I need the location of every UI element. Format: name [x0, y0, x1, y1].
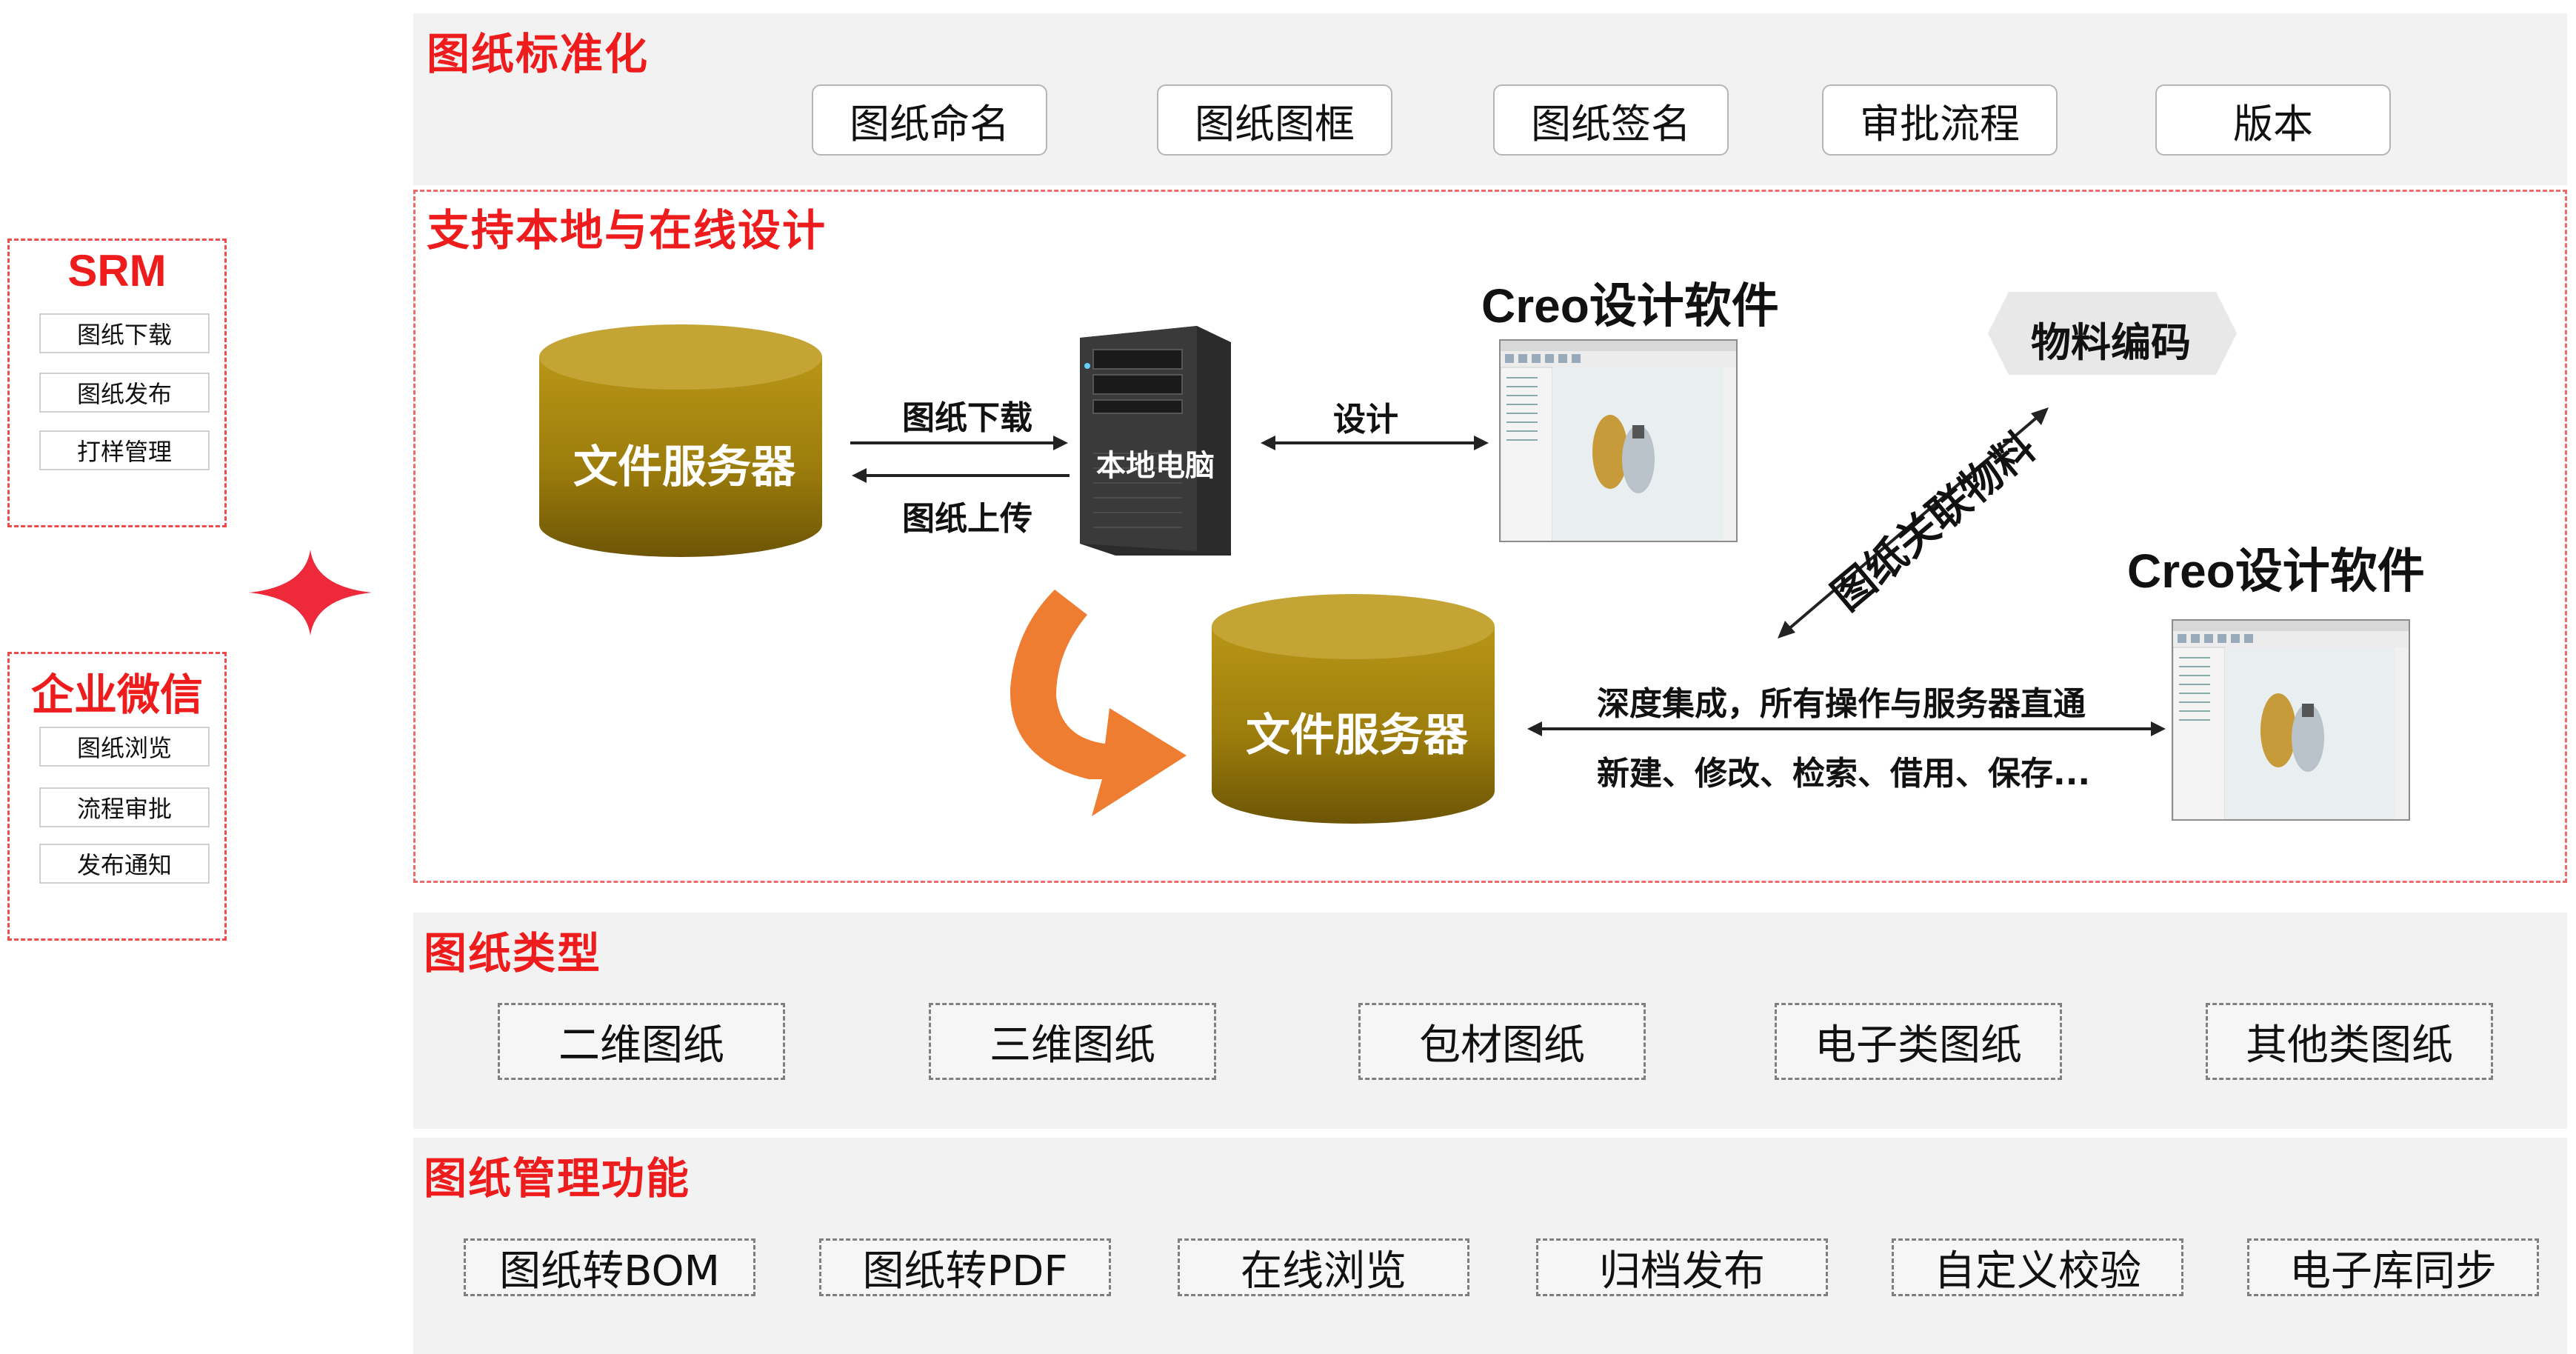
- srm-item: 图纸下载: [39, 313, 210, 353]
- drawing-type-item: 包材图纸: [1358, 1003, 1646, 1080]
- srm-box: SRM 图纸下载 图纸发布 打样管理: [7, 239, 227, 527]
- design-arrow: [1261, 436, 1489, 450]
- wecom-title: 企业微信: [30, 670, 203, 720]
- plus-star-icon: [249, 550, 372, 636]
- file-server-cylinder-top: [539, 324, 822, 557]
- download-label: 图纸下载: [902, 399, 1032, 437]
- creo-window-icon: [1501, 341, 1736, 541]
- management-function-item: 电子库同步: [2247, 1238, 2539, 1296]
- srm-item: 打样管理: [39, 430, 210, 470]
- creo-window-icon: [2173, 621, 2409, 819]
- wecom-item: 流程审批: [39, 787, 210, 827]
- functions-panel: [413, 1138, 2567, 1354]
- wecom-box: 企业微信 图纸浏览 流程审批 发布通知: [7, 652, 227, 941]
- file-server-cylinder-bottom: [1212, 594, 1495, 824]
- sync-arrow-icon: [1010, 590, 1187, 816]
- management-function-item: 在线浏览: [1178, 1238, 1469, 1296]
- standardization-item: 审批流程: [1822, 84, 2058, 156]
- computer-tower-icon: [1080, 326, 1231, 556]
- integration-arrow: [1527, 721, 2166, 736]
- download-arrow: [850, 436, 1068, 450]
- standardization-item: 版本: [2155, 84, 2391, 156]
- drawing-type-item: 电子类图纸: [1775, 1003, 2062, 1080]
- types-title: 图纸类型: [424, 928, 602, 978]
- material-code-label: 物料编码: [2031, 319, 2191, 366]
- link-material-arrow: [1778, 407, 2049, 638]
- creo-title-top: Creo设计软件: [1481, 279, 1779, 333]
- upload-label: 图纸上传: [902, 500, 1032, 538]
- upload-arrow: [852, 468, 1070, 483]
- material-code-hexagon: [1988, 292, 2237, 375]
- local-pc-label: 本地电脑: [1096, 449, 1215, 483]
- standardization-item: 图纸图框: [1157, 84, 1392, 156]
- integration-line1: 深度集成，所有操作与服务器直通: [1597, 685, 2086, 723]
- file-server-label-top: 文件服务器: [573, 441, 795, 493]
- management-function-item: 归档发布: [1536, 1238, 1828, 1296]
- creo-title-bottom: Creo设计软件: [2127, 544, 2425, 598]
- standardization-title: 图纸标准化: [427, 29, 650, 79]
- creo-screenshot-bottom: [2172, 619, 2410, 821]
- srm-title: SRM: [67, 246, 167, 296]
- standardization-item: 图纸签名: [1493, 84, 1729, 156]
- management-function-item: 自定义校验: [1892, 1238, 2183, 1296]
- drawing-type-item: 其他类图纸: [2206, 1003, 2493, 1080]
- design-label: 设计: [1333, 401, 1398, 438]
- drawing-type-item: 二维图纸: [498, 1003, 785, 1080]
- integration-line2: 新建、修改、检索、借用、保存...: [1597, 755, 2091, 793]
- file-server-label-bottom: 文件服务器: [1246, 710, 1468, 761]
- srm-item: 图纸发布: [39, 373, 210, 413]
- wecom-item: 发布通知: [39, 844, 210, 884]
- wecom-item: 图纸浏览: [39, 727, 210, 767]
- drawing-type-item: 三维图纸: [929, 1003, 1216, 1080]
- management-function-item: 图纸转PDF: [819, 1238, 1111, 1296]
- design-title: 支持本地与在线设计: [427, 205, 827, 256]
- standardization-item: 图纸命名: [812, 84, 1047, 156]
- creo-screenshot-top: [1499, 339, 1738, 542]
- management-function-item: 图纸转BOM: [464, 1238, 755, 1296]
- functions-title: 图纸管理功能: [424, 1153, 691, 1204]
